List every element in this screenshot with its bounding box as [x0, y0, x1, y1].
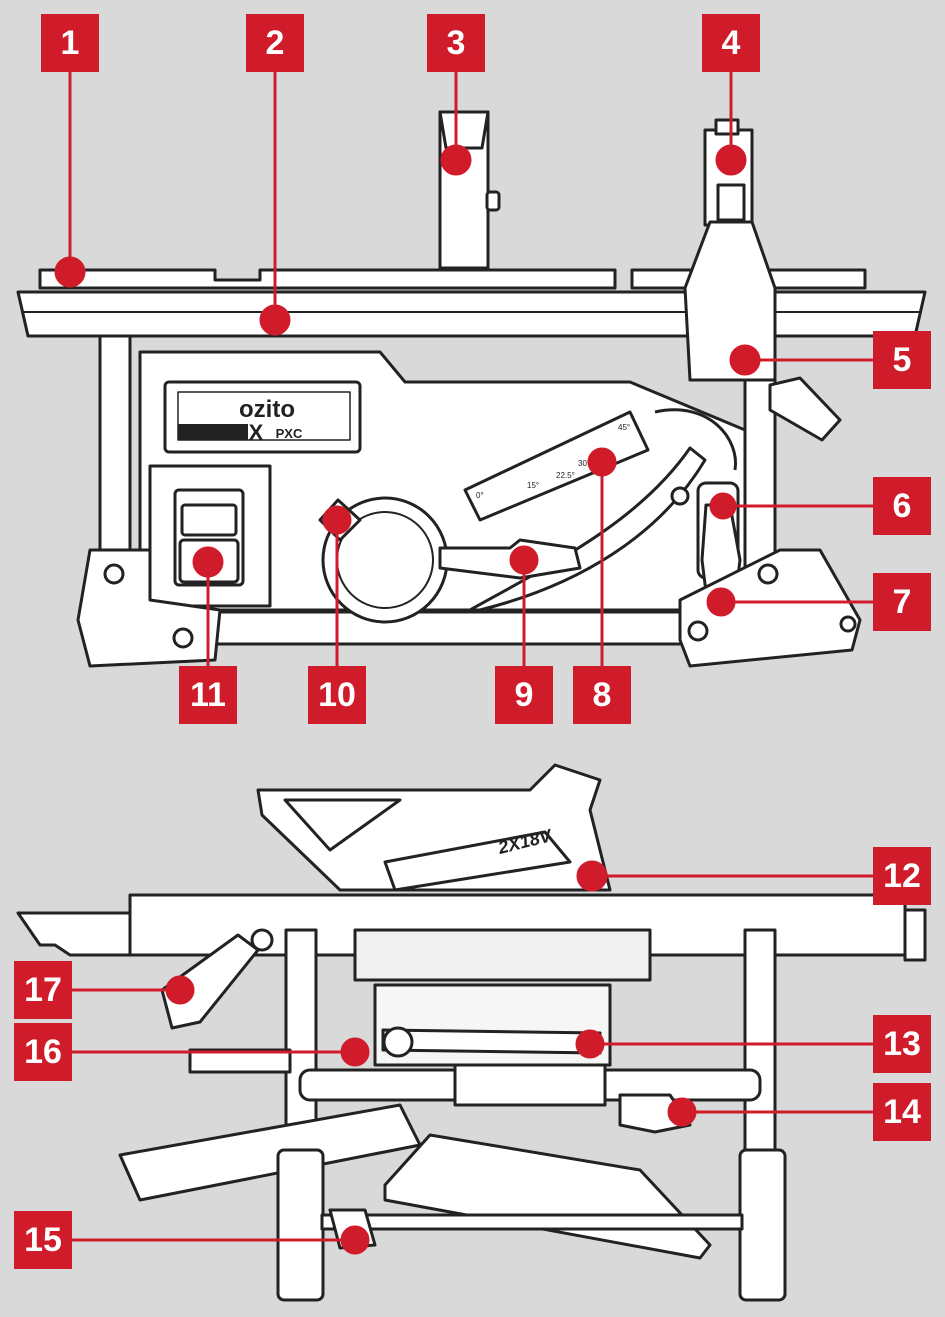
wheel-left — [276, 1148, 325, 1302]
brand-sub: PXC — [276, 426, 303, 441]
table-top — [16, 290, 927, 338]
scale-tick-1: 15° — [527, 481, 539, 490]
callout-14: 14 — [873, 1083, 931, 1141]
callout-13: 13 — [873, 1015, 931, 1073]
callout-16: 16 — [14, 1023, 72, 1081]
brand-mark: X — [249, 420, 264, 445]
callout-2: 2 — [246, 14, 304, 72]
scale-tick-2: 22.5° — [556, 471, 575, 480]
callout-leaders — [54, 72, 873, 1255]
fence-body — [383, 1133, 712, 1260]
scale-tick-3: 30° — [578, 459, 590, 468]
callout-6: 6 — [873, 477, 931, 535]
side-extension-right — [903, 908, 927, 962]
callout-4: 4 — [702, 14, 760, 72]
callout-17: 17 — [14, 961, 72, 1019]
push-stick — [160, 933, 260, 1030]
callout-8: 8 — [573, 666, 631, 724]
battery-pack — [383, 830, 572, 892]
scale-tick-0: 0° — [476, 491, 484, 500]
callout-1: 1 — [41, 14, 99, 72]
spanner — [381, 1028, 602, 1055]
miter-gauge — [118, 1103, 422, 1202]
right-foot — [678, 548, 862, 668]
callout-12: 12 — [873, 847, 931, 905]
callout-3: 3 — [427, 14, 485, 72]
callout-7: 7 — [873, 573, 931, 631]
brand-logo: ozito — [239, 396, 295, 423]
handle-grip — [453, 1063, 607, 1107]
scale-tick-4: 45° — [618, 423, 630, 432]
side-extension-left — [16, 911, 132, 957]
callout-11: 11 — [179, 666, 237, 724]
side-rail — [188, 1048, 292, 1074]
wheel-right — [738, 1148, 787, 1302]
callout-9: 9 — [495, 666, 553, 724]
fence-lock-handle — [683, 220, 777, 382]
callout-10: 10 — [308, 666, 366, 724]
callout-15: 15 — [14, 1211, 72, 1269]
bevel-scale-track — [463, 410, 650, 522]
callout-5: 5 — [873, 331, 931, 389]
extension-plate-left — [38, 268, 617, 290]
